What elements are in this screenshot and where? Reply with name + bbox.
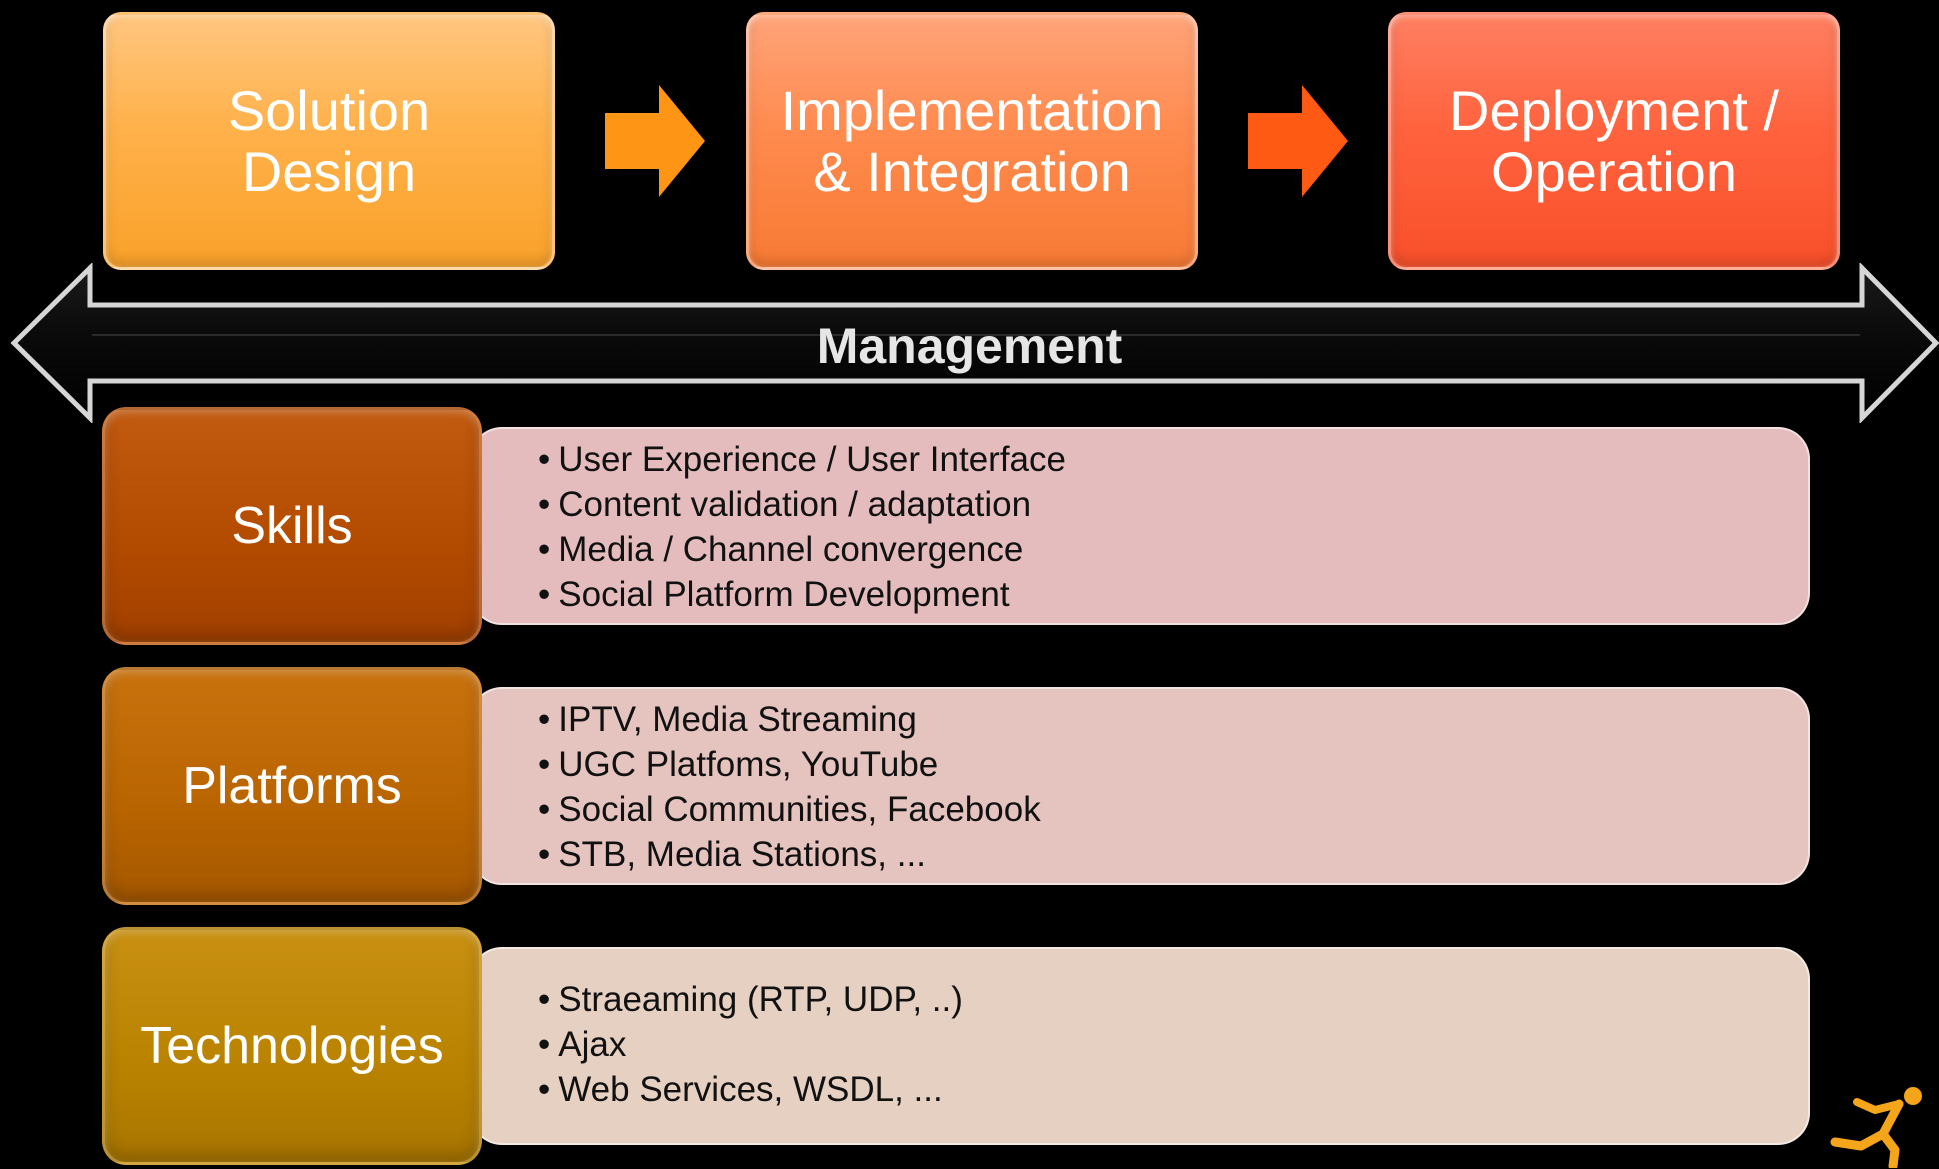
category-technologies: Technologies bbox=[102, 927, 482, 1165]
list-item: Straeaming (RTP, UDP, ..) bbox=[538, 977, 963, 1022]
list-item: Media / Channel convergence bbox=[538, 527, 1066, 572]
phase-deployment-operation: Deployment / Operation bbox=[1388, 12, 1840, 270]
list-item: Social Platform Development bbox=[538, 572, 1066, 617]
category-label: Platforms bbox=[182, 757, 402, 815]
list-item: UGC Platfoms, YouTube bbox=[538, 742, 1041, 787]
phase-solution-design: Solution Design bbox=[103, 12, 555, 270]
list-item: STB, Media Stations, ... bbox=[538, 832, 1041, 877]
management-label: Management bbox=[816, 318, 1123, 374]
list-item: Web Services, WSDL, ... bbox=[538, 1067, 963, 1112]
category-label: Skills bbox=[231, 497, 353, 555]
right-arrow-icon bbox=[1248, 85, 1348, 197]
technologies-list: Straeaming (RTP, UDP, ..) Ajax Web Servi… bbox=[538, 977, 963, 1112]
phase-label: Deployment / Operation bbox=[1449, 79, 1779, 203]
list-item: Ajax bbox=[538, 1022, 963, 1067]
category-label: Technologies bbox=[140, 1017, 444, 1075]
platforms-list: IPTV, Media Streaming UGC Platfoms, YouT… bbox=[538, 697, 1041, 877]
runner-logo-icon bbox=[1830, 1087, 1922, 1168]
list-item: Social Communities, Facebook bbox=[538, 787, 1040, 832]
list-item: IPTV, Media Streaming bbox=[538, 697, 1041, 742]
list-item: User Experience / User Interface bbox=[538, 437, 1066, 482]
phase-implementation-integration: Implementation & Integration bbox=[746, 12, 1198, 270]
phase-label: Implementation & Integration bbox=[780, 79, 1164, 203]
category-skills: Skills bbox=[102, 407, 482, 645]
category-platforms: Platforms bbox=[102, 667, 482, 905]
skills-list: User Experience / User Interface Content… bbox=[538, 437, 1066, 617]
phase-label: Solution Design bbox=[227, 79, 431, 203]
list-item: Content validation / adaptation bbox=[538, 482, 1066, 527]
right-arrow-icon bbox=[605, 85, 705, 197]
management-double-arrow-icon bbox=[10, 263, 1939, 423]
